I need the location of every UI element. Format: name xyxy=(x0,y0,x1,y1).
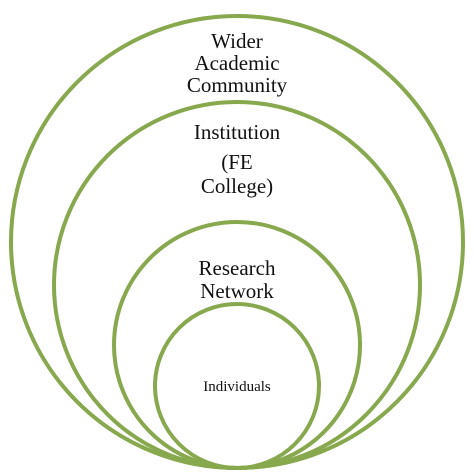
label-line: College) xyxy=(201,174,273,198)
label-wider-academic-community: Wider Academic Community xyxy=(187,29,288,97)
label-line: (FE xyxy=(221,150,253,174)
label-line: Research xyxy=(199,256,276,280)
label-research-network: Research Network xyxy=(199,256,276,303)
label-line: Individuals xyxy=(203,379,271,395)
label-line: Wider xyxy=(211,29,263,53)
label-line: Academic xyxy=(194,51,279,75)
label-line: Network xyxy=(200,279,274,303)
label-individuals: Individuals xyxy=(203,379,271,395)
label-line: Community xyxy=(187,73,288,97)
label-line: Institution xyxy=(194,120,281,144)
ring-individuals xyxy=(153,302,321,470)
label-institution: Institution (FE College) xyxy=(194,120,281,198)
